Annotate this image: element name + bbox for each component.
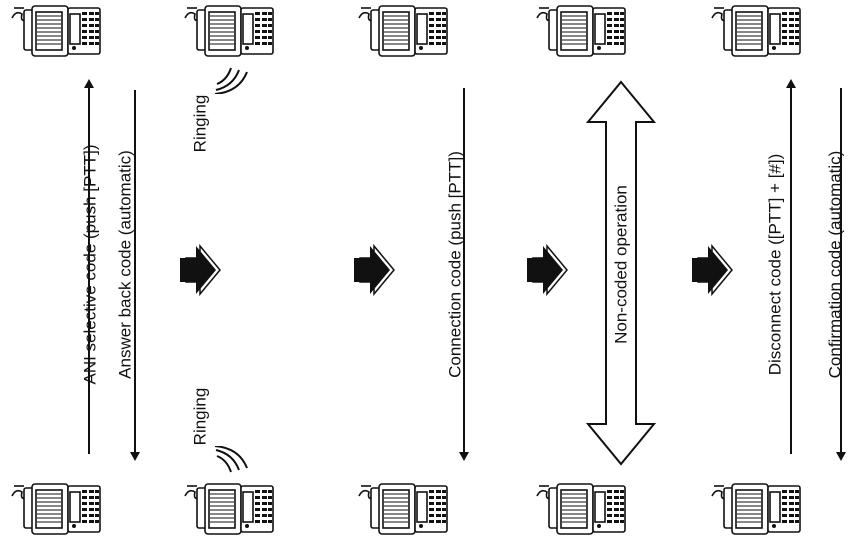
ringing-label-right: Ringing (190, 94, 210, 153)
step-arrow-4-icon (690, 240, 734, 300)
radio-bottom-4-icon (535, 478, 630, 540)
radio-bottom-3-icon (357, 478, 452, 540)
confirmation-label: Confirmation code (automatic) (825, 150, 845, 379)
radio-top-1-icon (10, 0, 105, 62)
ani-selective-label: ANI selective code (push [PTT]) (80, 144, 100, 385)
radio-bottom-2-icon (183, 478, 278, 540)
step-arrow-2-icon (352, 240, 396, 300)
connection-arrow (459, 88, 469, 461)
radio-top-2-icon (183, 0, 278, 62)
disconnect-arrow (786, 79, 796, 454)
noncoded-double-arrow-icon (586, 80, 656, 466)
radio-top-3-icon (357, 0, 452, 62)
step-arrow-3-icon (525, 240, 569, 300)
connection-label: Connection code (push [PTT]) (445, 151, 465, 378)
radio-top-4-icon (535, 0, 630, 62)
ringing-waves-bottom-icon (213, 446, 253, 482)
ringing-label-left: Ringing (190, 387, 210, 446)
ringing-waves-top-icon (213, 58, 253, 94)
radio-top-5-icon (710, 0, 805, 62)
noncoded-label: Non-coded operation (611, 185, 631, 344)
answer-back-arrow (130, 90, 140, 461)
confirmation-arrow (836, 88, 846, 461)
disconnect-label: Disconnect code ([PTT] + [#]) (765, 153, 785, 376)
ani-selective-arrow (84, 79, 94, 454)
step-arrow-1-icon (178, 240, 222, 300)
radio-bottom-1-icon (10, 478, 105, 540)
answer-back-label: Answer back code (automatic) (115, 150, 135, 379)
radio-bottom-5-icon (710, 478, 805, 540)
